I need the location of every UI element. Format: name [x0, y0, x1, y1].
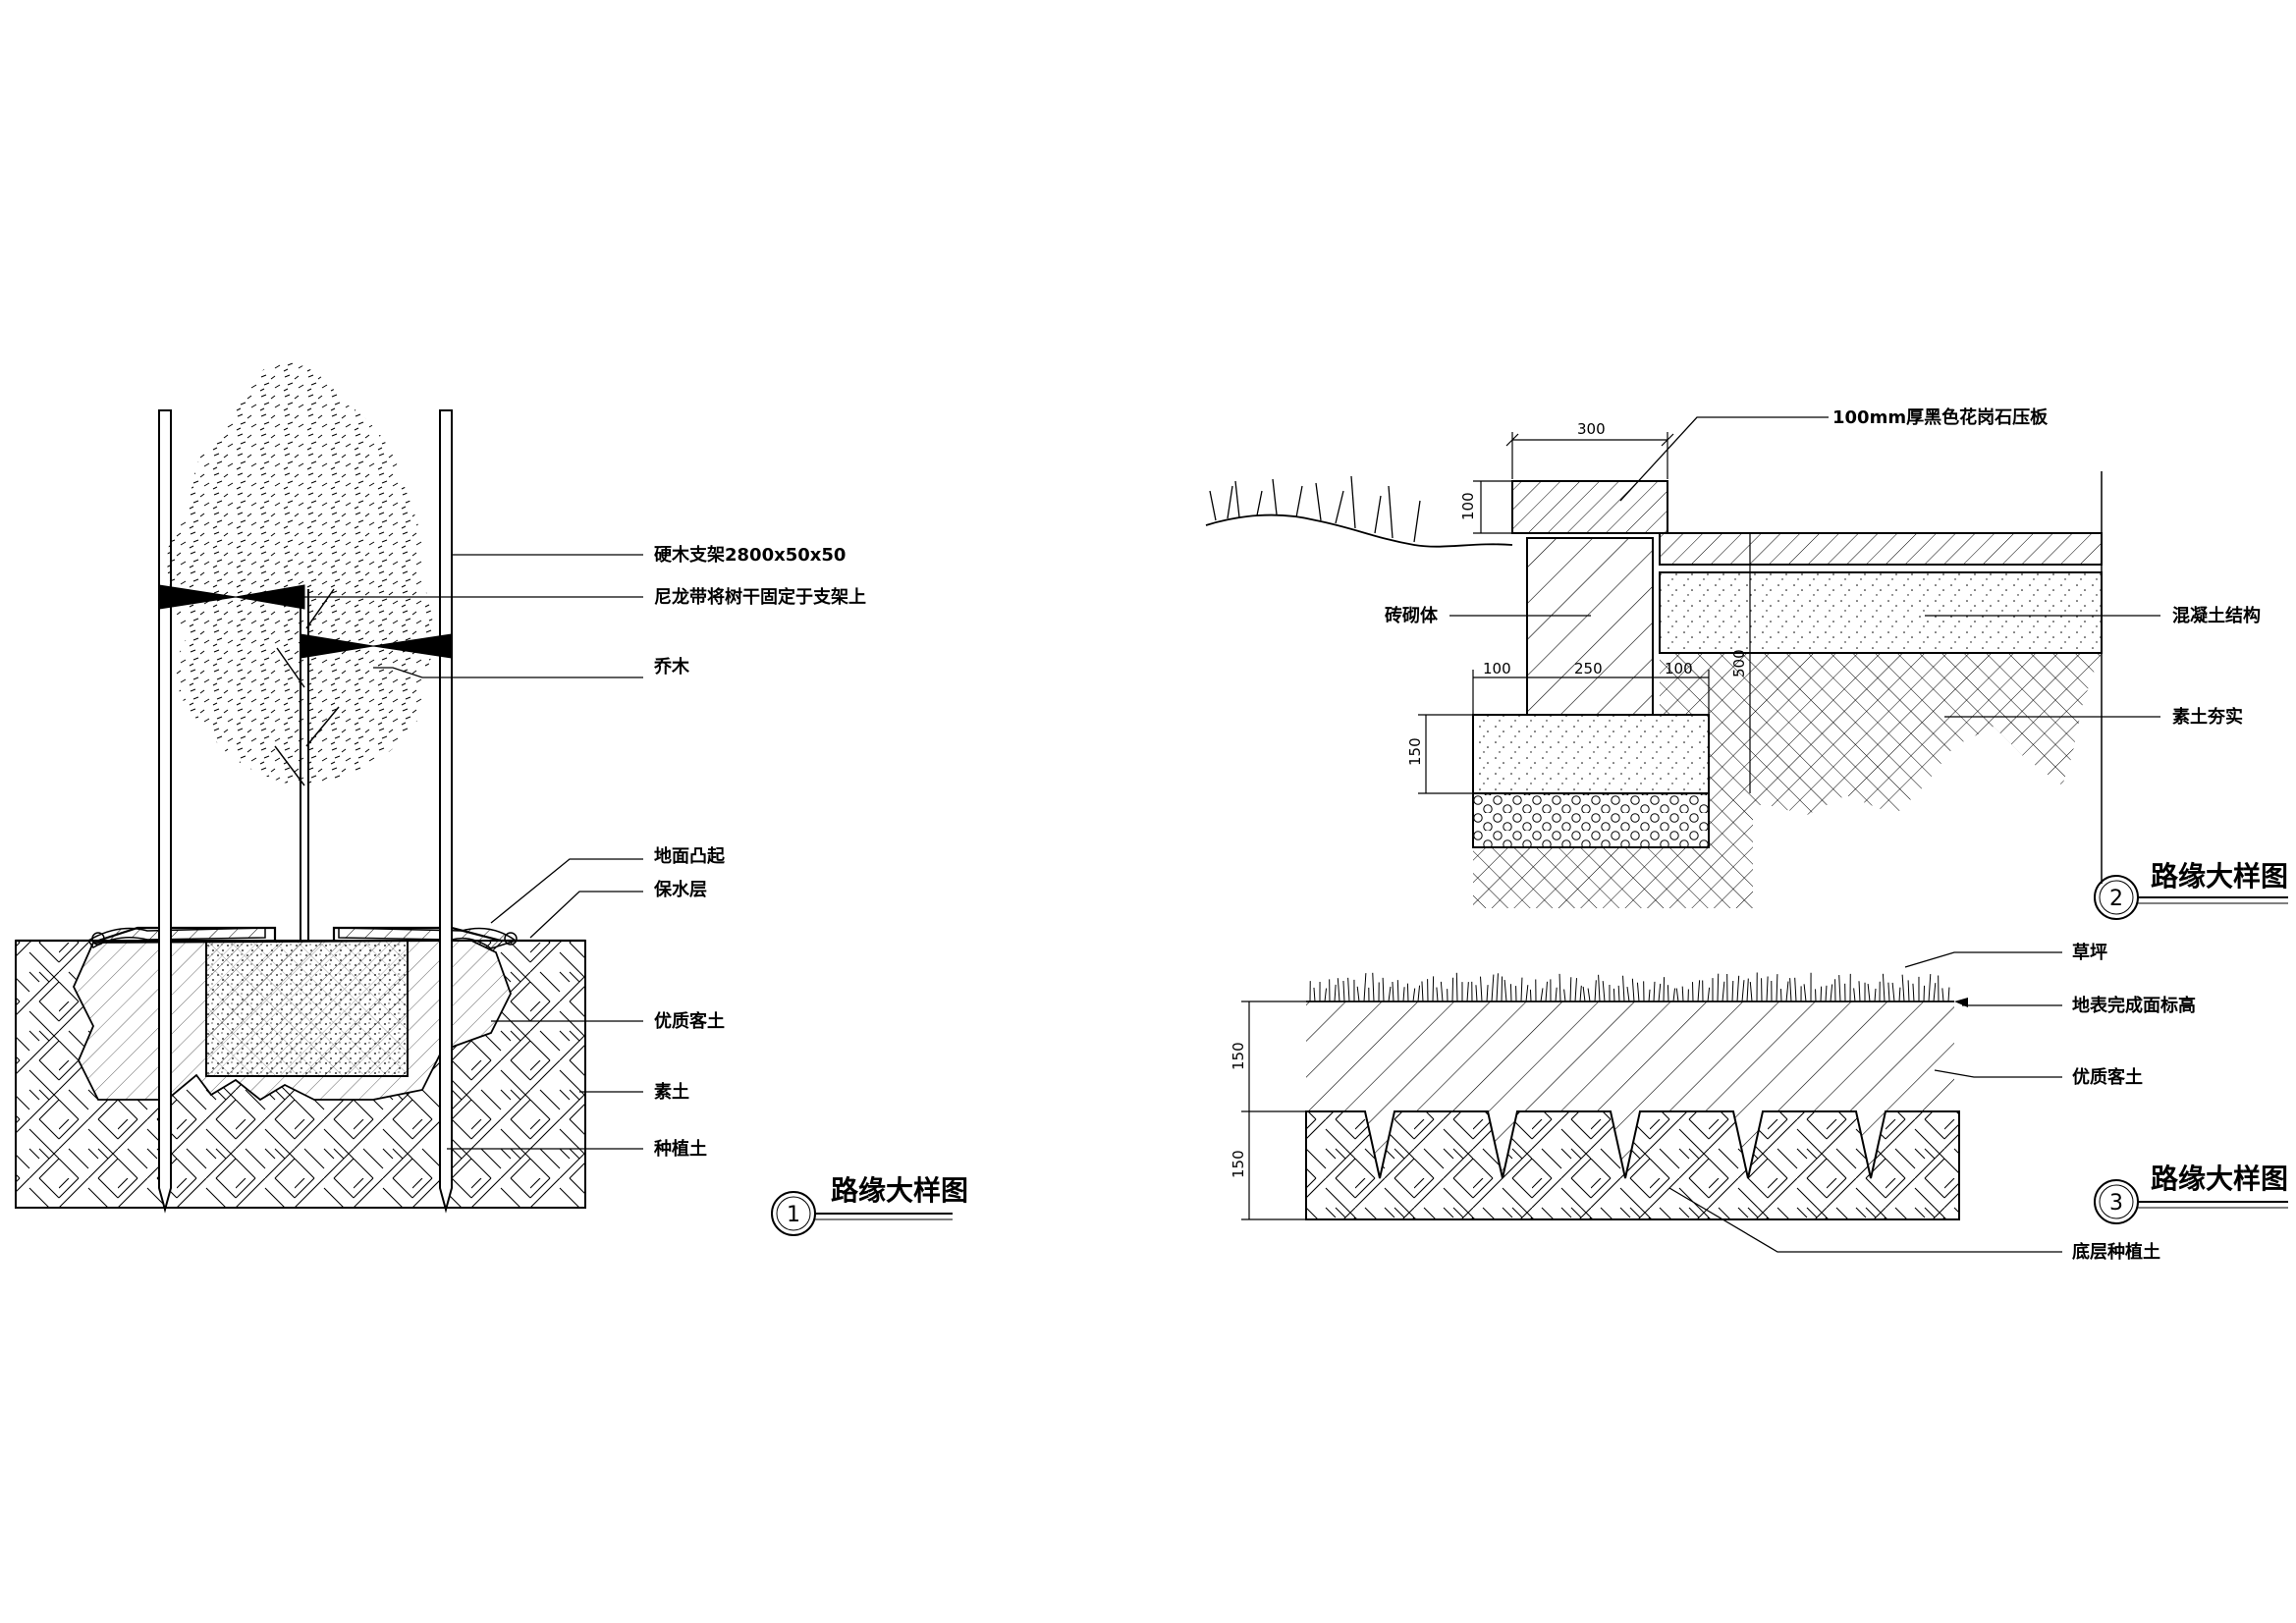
d2-dim-coping — [1473, 480, 1512, 534]
d2-granite-coping — [1511, 480, 1668, 534]
d1-label-support: 硬木支架2800x50x50 — [654, 544, 846, 566]
d2-label-coping: 100mm厚黑色花岗石压板 — [1832, 406, 2049, 428]
d1-tree-canopy — [167, 362, 434, 785]
d3-title: 路缘大样图 — [2151, 1163, 2288, 1195]
d2-title-number: 2 — [2109, 887, 2123, 911]
d1-stake-right — [439, 409, 453, 1214]
d2-concrete-footing — [1472, 714, 1710, 794]
d1-label-mound: 地面凸起 — [654, 845, 726, 867]
d3-dim-upper: 150 — [1230, 1042, 1247, 1070]
d2-compacted-soil-left — [1473, 847, 1753, 908]
d2-dim-footing-mid: 250 — [1574, 660, 1603, 677]
d3-label-finish: 地表完成面标高 — [2072, 995, 2196, 1016]
d1-title-number: 1 — [787, 1203, 800, 1227]
d1-stake-left — [158, 409, 172, 1214]
d2-title: 路缘大样图 — [2151, 860, 2288, 893]
d1-label-planting: 种植土 — [653, 1138, 707, 1160]
d2-paving-top — [1659, 532, 2103, 566]
d2-label-compacted: 素土夯实 — [2172, 706, 2243, 728]
d2-dim-footing-h — [1418, 714, 1473, 794]
d2-brick-masonry — [1526, 537, 1654, 716]
d2-dim-coping-value: 100 — [1459, 492, 1477, 520]
d2-dim-height-value: 500 — [1730, 649, 1748, 677]
d3-label-base: 底层种植土 — [2072, 1241, 2160, 1263]
d2-dim-top-value: 300 — [1577, 420, 1606, 438]
d3-label-lawn: 草坪 — [2072, 942, 2107, 963]
d3-dim-lower: 150 — [1230, 1150, 1247, 1178]
detail-2-curb-section: 300 100 100 250 100 150 500 — [1205, 406, 2288, 920]
d2-label-masonry: 砖砌体 — [1385, 605, 1439, 626]
detail-1-tree-planting: 硬木支架2800x50x50 尼龙带将树干固定于支架上 乔木 地面凸起 保水层 … — [15, 362, 968, 1236]
d2-natural-ground — [1205, 514, 1513, 548]
d1-label-mulch: 保水层 — [653, 879, 707, 900]
d2-concrete-slab — [1659, 571, 2103, 654]
d2-grass-tufts — [1209, 475, 1421, 543]
d2-label-concrete: 混凝土结构 — [2172, 605, 2261, 626]
d3-topsoil-layer — [1306, 1001, 1954, 1178]
d3-grass-blades — [1309, 972, 1950, 1002]
d2-dim-footing-h-value: 150 — [1406, 737, 1424, 766]
detail-3-lawn-section: 150 150 草坪 地表完成面标高 优质客土 底层种植土 3 路缘大样图 — [1230, 942, 2288, 1263]
d1-label-subsoil: 素土 — [654, 1082, 689, 1103]
d1-nylon-tie-lower — [300, 633, 453, 659]
d3-dim — [1241, 1001, 1306, 1220]
d2-dim-footing-left: 100 — [1483, 660, 1511, 677]
d2-compacted-soil-right — [1660, 653, 2102, 847]
d1-nylon-tie-upper — [158, 584, 305, 610]
d2-dim-footing-right: 100 — [1665, 660, 1693, 677]
d3-title-number: 3 — [2109, 1191, 2123, 1216]
d2-dim-footing — [1472, 670, 1710, 715]
d1-title: 路缘大样图 — [831, 1174, 968, 1207]
d3-label-topsoil: 优质客土 — [2072, 1066, 2143, 1088]
d2-dim-top — [1505, 432, 1674, 479]
d1-label-tree: 乔木 — [653, 656, 690, 677]
d1-label-topsoil: 优质客土 — [654, 1010, 725, 1032]
d3-base-soil — [1305, 1110, 1960, 1220]
d2-gravel-bed — [1472, 792, 1710, 848]
d1-label-nylon: 尼龙带将树干固定于支架上 — [654, 586, 866, 608]
